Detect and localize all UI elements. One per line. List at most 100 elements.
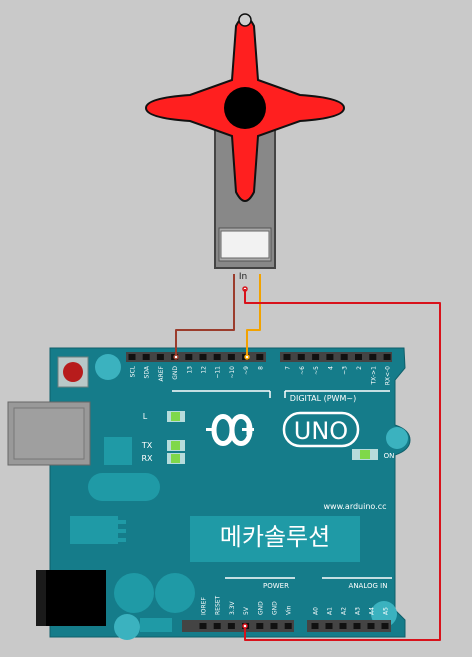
pin-label: 3.3V xyxy=(229,600,236,615)
mounting-hole xyxy=(95,354,121,380)
pin-socket[interactable] xyxy=(227,354,235,360)
voltage-regulator xyxy=(70,516,126,544)
pin-label: A5 xyxy=(383,607,390,615)
pin-label: 5V xyxy=(243,606,250,615)
pin-socket[interactable] xyxy=(283,354,291,360)
pin-socket[interactable] xyxy=(270,623,278,629)
pin-label: A4 xyxy=(369,607,376,615)
pin-socket[interactable] xyxy=(213,623,221,629)
fuse xyxy=(140,618,172,632)
servo-pin-label: In xyxy=(239,272,247,282)
pin-label: 2 xyxy=(356,366,363,370)
power-jack-notch xyxy=(36,570,46,626)
pin-label: ~3 xyxy=(342,366,349,375)
pin-socket[interactable] xyxy=(256,354,264,360)
arduino-logo: UNO xyxy=(206,411,360,448)
pin-socket[interactable] xyxy=(185,354,193,360)
pin-socket[interactable] xyxy=(353,623,361,629)
pin-socket[interactable] xyxy=(297,354,305,360)
signal-wire-end xyxy=(244,354,250,360)
pin-label: RESET xyxy=(215,595,222,615)
capacitor xyxy=(114,573,154,613)
pin-socket[interactable] xyxy=(311,623,319,629)
digital-header-right xyxy=(280,352,392,362)
analog-header: A0 A1 A2 A3 A4 A5 ANALOG IN xyxy=(307,577,392,632)
servo-horn-hole xyxy=(238,13,252,27)
pin-label: ~10 xyxy=(229,366,236,379)
capacitor xyxy=(155,573,195,613)
power-jack xyxy=(36,570,106,626)
chip-small xyxy=(104,437,132,465)
pin-label: 12 xyxy=(201,366,208,374)
ground-wire xyxy=(175,274,235,357)
pin-label: RX<-0 xyxy=(385,366,392,385)
pin-label: A0 xyxy=(313,607,320,615)
pin-socket[interactable] xyxy=(383,354,391,360)
board-center-text: 메카솔루션 xyxy=(220,523,330,551)
pin-label: 8 xyxy=(257,366,264,370)
pin-label: GND xyxy=(172,366,179,380)
power-wire xyxy=(244,289,441,641)
reset-button-cap xyxy=(63,362,83,382)
led-label-l: L xyxy=(143,412,148,421)
pin-socket[interactable] xyxy=(325,623,333,629)
ground-wire-end xyxy=(173,354,179,360)
pin-socket[interactable] xyxy=(142,354,150,360)
pin-label: IOREF xyxy=(201,597,208,615)
pin-label: ~9 xyxy=(243,366,250,375)
pin-socket[interactable] xyxy=(284,623,292,629)
pin-label: SCL xyxy=(130,365,137,377)
digital-header-label: DIGITAL (PWM~) xyxy=(290,394,356,403)
pin-label: AREF xyxy=(158,365,165,381)
digital-header-left xyxy=(126,352,266,362)
pin-label: A3 xyxy=(355,607,362,615)
website-label: www.arduino.cc xyxy=(323,502,386,511)
pin-socket[interactable] xyxy=(326,354,334,360)
pin-socket[interactable] xyxy=(367,623,375,629)
pin-socket[interactable] xyxy=(340,354,348,360)
pin-socket[interactable] xyxy=(199,623,207,629)
pin-label: A2 xyxy=(341,607,348,615)
main-chip xyxy=(190,516,360,562)
mounting-hole xyxy=(386,427,408,449)
mounting-hole xyxy=(114,614,140,640)
pin-label: SDA xyxy=(144,365,151,378)
power-wire-end xyxy=(242,623,248,629)
pin-label: 13 xyxy=(186,366,193,374)
pin-socket[interactable] xyxy=(312,354,320,360)
analog-header-label: ANALOG IN xyxy=(349,582,388,590)
status-leds: L TX RX ON xyxy=(141,411,394,464)
pin-socket[interactable] xyxy=(355,354,362,360)
usb-inner xyxy=(13,407,85,460)
power-header-label: POWER xyxy=(263,582,289,590)
pin-socket[interactable] xyxy=(156,354,164,360)
pin-socket[interactable] xyxy=(128,354,136,360)
pin-socket[interactable] xyxy=(227,623,235,629)
uno-badge xyxy=(282,411,360,448)
pin-socket[interactable] xyxy=(213,354,221,360)
led-label-rx: RX xyxy=(141,454,153,463)
wires xyxy=(173,274,441,641)
infinity-logo-icon xyxy=(211,414,253,446)
pin-socket[interactable] xyxy=(199,354,207,360)
led-label-tx: TX xyxy=(141,441,153,450)
pin-label: Vin xyxy=(286,605,293,615)
servo-motor: In xyxy=(144,13,346,292)
pin-label: ~6 xyxy=(299,366,306,375)
pin-label: TX->1 xyxy=(370,366,377,386)
pin-socket[interactable] xyxy=(256,623,264,629)
pin-socket[interactable] xyxy=(339,623,347,629)
servo-label-plate xyxy=(220,230,270,259)
brand-text: UNO xyxy=(294,417,348,445)
pin-socket[interactable] xyxy=(381,623,389,629)
pin-label: A1 xyxy=(327,607,334,615)
pin-label: 4 xyxy=(327,366,334,370)
crystal xyxy=(88,473,160,501)
pin-label: GND xyxy=(272,601,279,615)
pin-socket[interactable] xyxy=(369,354,377,360)
arduino-uno-board: 메카솔루션 UNO www.arduino.cc L TX RX ON xyxy=(7,347,411,640)
pin-label: ~5 xyxy=(313,366,320,375)
power-header-strip xyxy=(182,620,294,632)
